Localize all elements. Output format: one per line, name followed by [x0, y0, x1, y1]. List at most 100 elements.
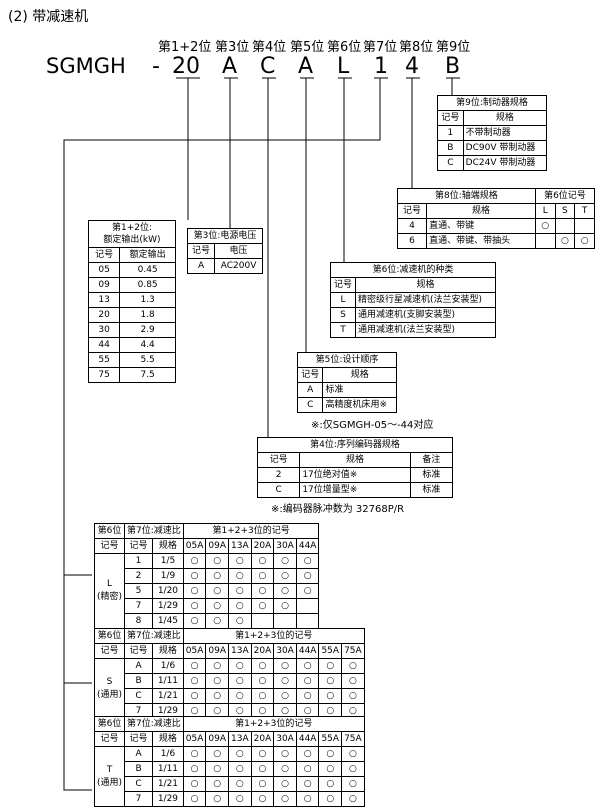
table-cell: 2: [256, 467, 301, 483]
table-cell: ○: [205, 583, 230, 599]
header-cell: 第7位:减速比: [124, 716, 184, 732]
header-cell: 记号: [93, 538, 126, 554]
table-cell: ○: [250, 791, 275, 807]
header-cell: 44A: [295, 731, 320, 747]
table-title: 第9位:制动器规格: [437, 95, 547, 111]
table-cell: ○: [273, 568, 297, 584]
table-cell: 30: [87, 322, 121, 338]
header-cell: 第1+2+3位的记号: [182, 523, 320, 539]
table-cell: ○: [318, 746, 343, 762]
table-cell: [554, 218, 576, 234]
table-cell: ○: [295, 583, 320, 599]
table-cell: ○: [250, 776, 275, 792]
table-cell: ○: [273, 673, 297, 689]
table-cell: A: [296, 382, 324, 398]
header-cell: T: [574, 203, 595, 219]
header-cell: 13A: [228, 538, 252, 554]
header-cell: 记号: [256, 452, 301, 468]
table-cell: T: [330, 322, 356, 338]
table-cell: ○: [318, 673, 343, 689]
position-label-5: 第5位: [290, 40, 325, 55]
group-code: T: [106, 764, 113, 775]
table-cell: ○: [228, 673, 252, 689]
table-title: 第8位:轴端规格: [397, 188, 536, 204]
model-dash: -: [152, 54, 160, 79]
table-cell: ○: [205, 776, 230, 792]
table-cell: 1/21: [152, 776, 184, 792]
header-cell: 备注: [409, 452, 454, 468]
header-cell: 额定输出: [119, 247, 176, 263]
header-cell: 09A: [205, 538, 230, 554]
table-cell: ○: [228, 598, 252, 614]
header-cell: 第6位: [93, 716, 126, 732]
table-cell: A: [186, 258, 216, 274]
table-cell: DC90V 带制动器: [462, 140, 548, 156]
group-cell: T (通用): [93, 746, 126, 807]
header-cell: 规格: [152, 731, 184, 747]
table-cell: C: [124, 688, 154, 704]
table-cell: L: [330, 292, 356, 308]
table-cell: ○: [273, 791, 297, 807]
table-cell: ○: [228, 568, 252, 584]
table-cell: ○: [182, 776, 207, 792]
table-cell: [574, 218, 595, 234]
header-cell: 规格: [299, 452, 411, 468]
table-title: 第6位:减速机的种类: [330, 262, 496, 278]
table-cell: A: [124, 658, 154, 674]
header-cell: 规格: [462, 110, 548, 126]
table-cell: 20: [87, 307, 121, 323]
header-cell: 规格: [354, 277, 497, 293]
table-cell: ○: [341, 761, 365, 777]
table-cell: ○: [273, 658, 297, 674]
table-cell: ○: [182, 791, 207, 807]
table-cell: ○: [341, 746, 365, 762]
table-cell: 7.5: [119, 367, 176, 383]
table-cell: 1/21: [152, 688, 184, 704]
design-sequence-note: ※:仅SGMGH-05～-44对应: [311, 420, 434, 431]
header-cell: 第7位:减速比: [124, 523, 184, 539]
header-cell: 第7位:减速比: [124, 628, 184, 644]
table-cell: 精密级行星减速机(法兰安装型): [354, 292, 497, 308]
header-cell: 05A: [182, 731, 207, 747]
header-cell: 30A: [273, 643, 297, 659]
position-label-6: 第6位: [327, 40, 362, 55]
table-cell: ○: [273, 583, 297, 599]
header-cell: 记号: [87, 247, 121, 263]
table-cell: ○: [273, 553, 297, 569]
table-cell: ○: [318, 776, 343, 792]
header-cell: 44A: [295, 538, 320, 554]
table-cell: 0.45: [119, 262, 176, 278]
table-cell: ○: [250, 761, 275, 777]
table-cell: 05: [87, 262, 121, 278]
table-cell: 1/45: [152, 613, 184, 629]
header-cell: 44A: [295, 643, 320, 659]
title-line: 额定输出(kW): [103, 235, 161, 245]
header-cell: 电压: [214, 243, 263, 259]
header-cell: 规格: [152, 538, 184, 554]
table-cell: 1/29: [152, 598, 184, 614]
header-cell: 13A: [228, 731, 252, 747]
table-cell: ○: [250, 673, 275, 689]
table-cell: ○: [228, 613, 252, 629]
table-cell: ○: [250, 598, 275, 614]
table-cell: ○: [228, 658, 252, 674]
position-label-7: 第7位: [363, 40, 398, 55]
table-cell: 1.3: [119, 292, 176, 308]
table-cell: ○: [273, 688, 297, 704]
table-cell: ○: [182, 673, 207, 689]
header-cell: 记号: [124, 731, 154, 747]
encoder-note: ※:编码器脉冲数为 32768P/R: [271, 504, 405, 515]
table-cell: 1/11: [152, 673, 184, 689]
group-name: (通用): [97, 777, 123, 788]
table-cell: ○: [228, 583, 252, 599]
header-cell: S: [554, 203, 576, 219]
header-cell: 30A: [273, 731, 297, 747]
model-digit-6: L: [337, 54, 350, 79]
table-cell: ○: [205, 746, 230, 762]
table-cell: 1/9: [152, 568, 184, 584]
header-cell: 第6位: [93, 628, 126, 644]
table-cell: 1/6: [152, 658, 184, 674]
